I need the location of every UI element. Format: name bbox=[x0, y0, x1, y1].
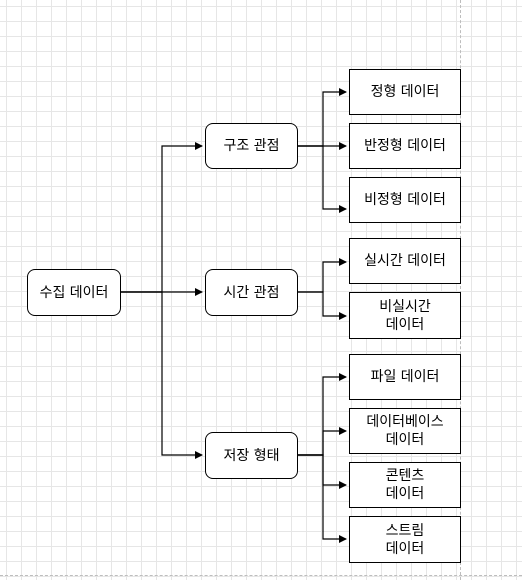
leaf-label: 비정형 데이터 bbox=[364, 192, 446, 208]
category-label-time: 시간 관점 bbox=[223, 284, 280, 301]
edge-structure-leaf-1 bbox=[298, 88, 347, 147]
leaf-node-content[interactable]: 콘텐츠 데이터 bbox=[349, 462, 461, 508]
leaf-node-database[interactable]: 데이터베이스 데이터 bbox=[349, 408, 461, 454]
edge-structure-leaf-3 bbox=[298, 145, 347, 213]
leaf-label: 정형 데이터 bbox=[370, 84, 440, 100]
page-boundary-horizontal bbox=[0, 575, 522, 576]
leaf-label: 파일 데이터 bbox=[370, 369, 440, 385]
leaf-label: 실시간 데이터 bbox=[364, 253, 446, 269]
leaf-node-structured[interactable]: 정형 데이터 bbox=[349, 69, 461, 115]
root-node-label: 수집 데이터 bbox=[39, 284, 109, 301]
category-node-time[interactable]: 시간 관점 bbox=[205, 269, 298, 316]
edge-time-leaf-2 bbox=[298, 291, 347, 320]
edge-root-structure bbox=[121, 142, 203, 293]
edge-storage-leaf-3 bbox=[298, 454, 347, 489]
category-label-storage: 저장 형태 bbox=[223, 447, 280, 464]
leaf-label: 스트림 데이터 bbox=[385, 522, 425, 557]
leaf-node-non-realtime[interactable]: 비실시간 데이터 bbox=[349, 292, 461, 339]
page-boundary-vertical bbox=[460, 0, 461, 580]
leaf-label: 데이터베이스 데이터 bbox=[366, 414, 444, 448]
leaf-node-unstructured[interactable]: 비정형 데이터 bbox=[349, 177, 461, 223]
edge-storage-leaf-1 bbox=[298, 373, 347, 456]
category-node-storage[interactable]: 저장 형태 bbox=[205, 432, 298, 479]
category-node-structure[interactable]: 구조 관점 bbox=[205, 123, 298, 169]
root-node[interactable]: 수집 데이터 bbox=[27, 269, 121, 316]
edge-time-leaf-1 bbox=[298, 258, 347, 293]
leaf-node-stream[interactable]: 스트림 데이터 bbox=[349, 516, 461, 563]
edge-storage-leaf-2 bbox=[298, 427, 347, 456]
leaf-label: 콘텐츠 데이터 bbox=[385, 468, 425, 502]
edge-storage-leaf-4 bbox=[298, 454, 347, 543]
edge-root-storage bbox=[121, 291, 203, 459]
leaf-label: 비실시간 데이터 bbox=[379, 298, 431, 333]
leaf-node-realtime[interactable]: 실시간 데이터 bbox=[349, 238, 461, 284]
leaf-label: 반정형 데이터 bbox=[364, 138, 446, 154]
category-label-structure: 구조 관점 bbox=[223, 138, 280, 154]
leaf-node-semi-structured[interactable]: 반정형 데이터 bbox=[349, 123, 461, 169]
leaf-node-file[interactable]: 파일 데이터 bbox=[349, 354, 461, 400]
